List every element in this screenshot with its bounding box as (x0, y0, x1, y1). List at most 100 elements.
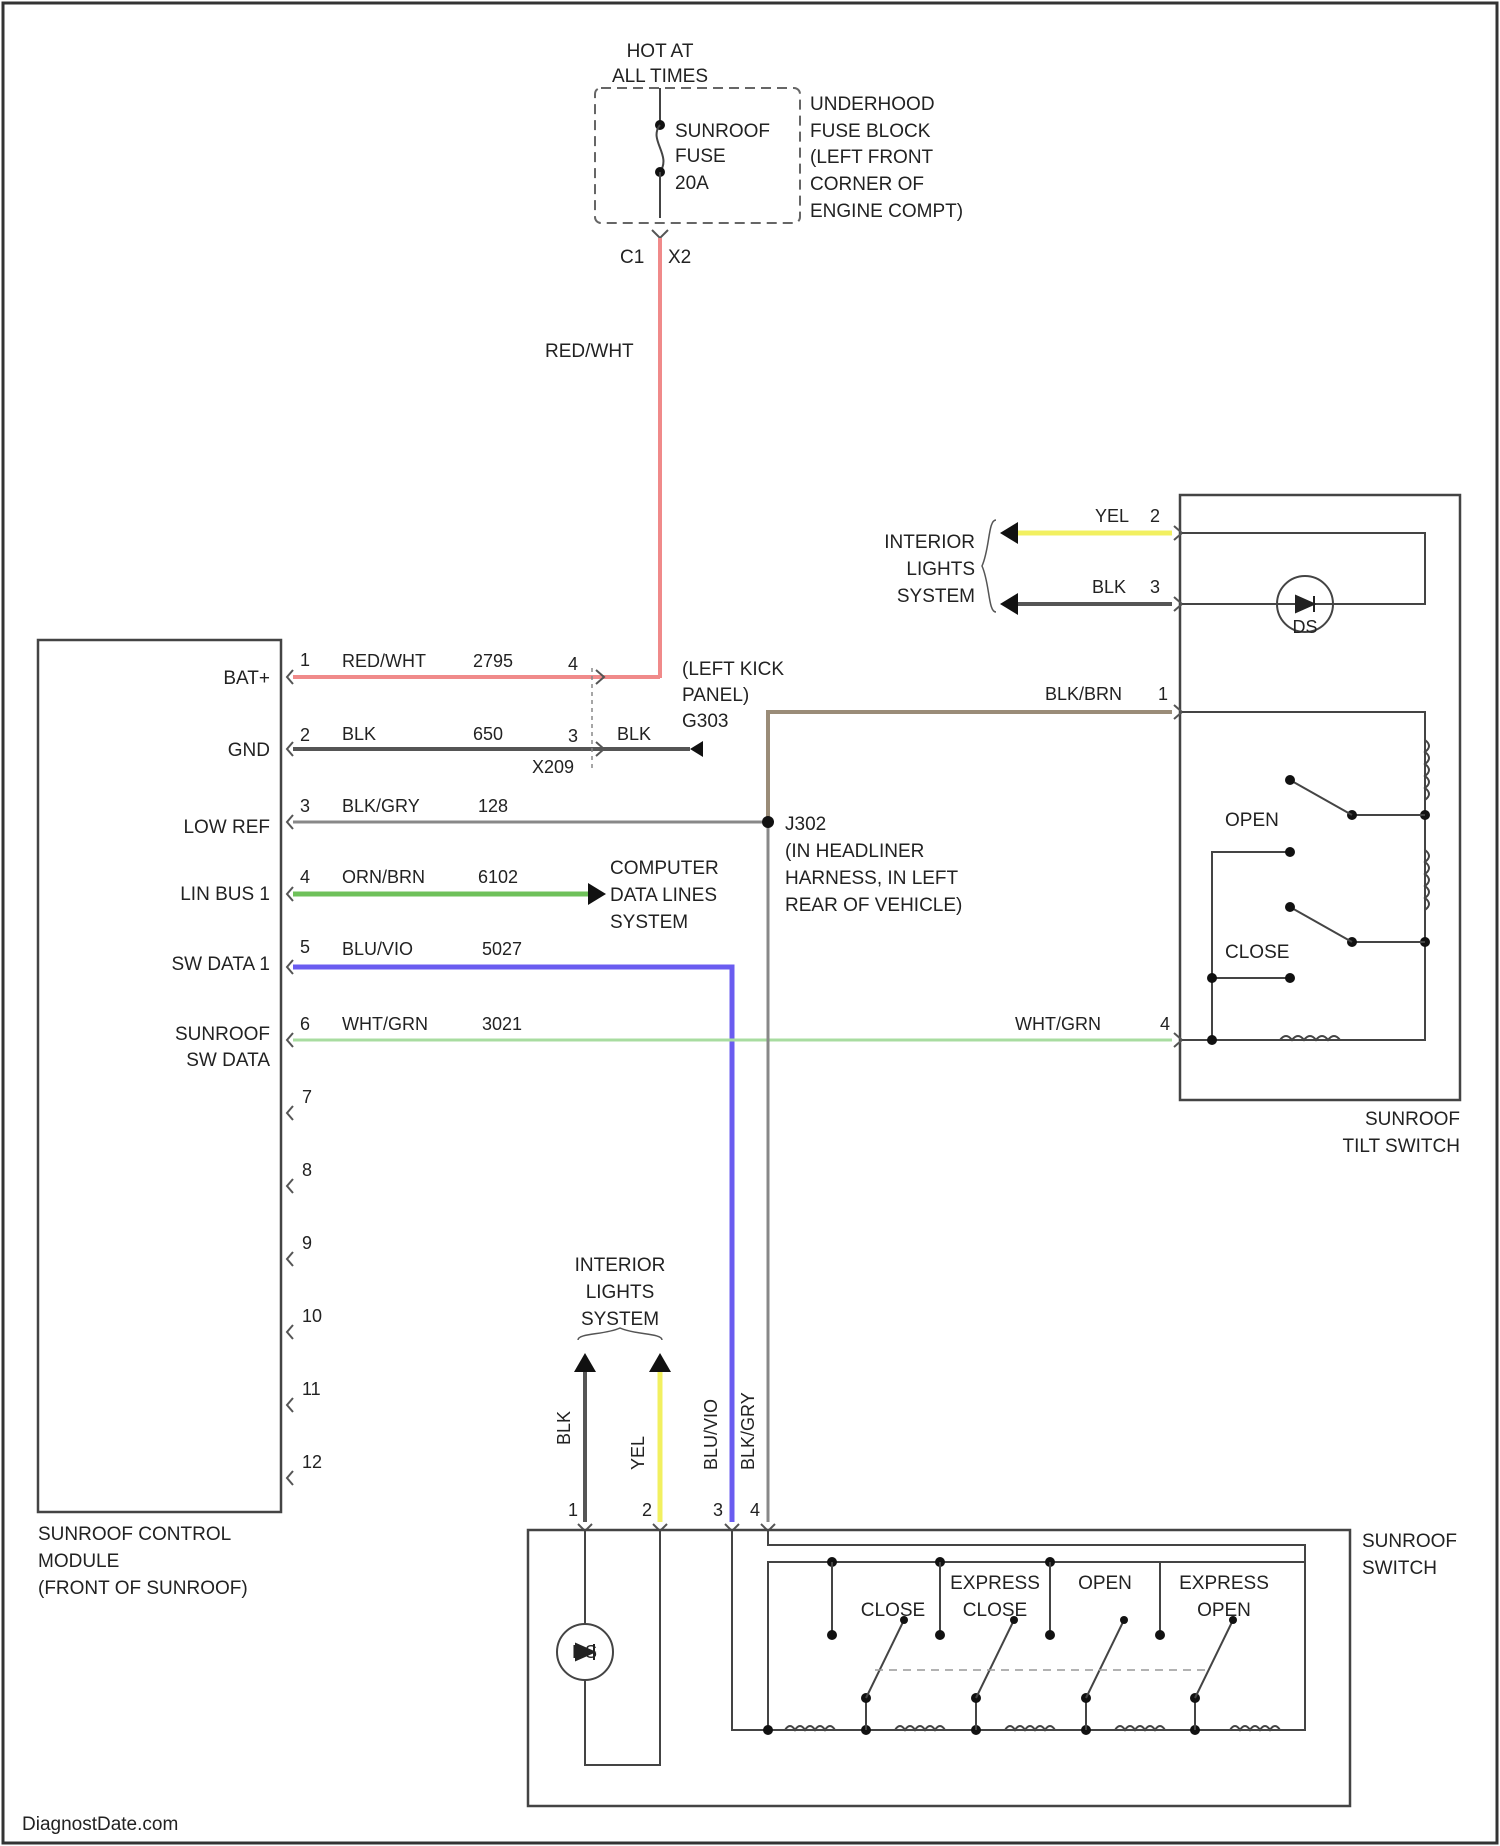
switch-express-close-1: EXPRESS (950, 1573, 1040, 1594)
wire-sw-data-circuit: 5027 (482, 939, 522, 959)
interior-lights-right-2: LIGHTS (906, 559, 975, 580)
yel-pin: 2 (1150, 506, 1160, 526)
pin-num-6: 6 (300, 1014, 310, 1034)
fuse-block-name-4: CORNER OF (810, 174, 924, 195)
fuse-name-2: FUSE (675, 146, 726, 167)
pin-label-sw-data: SW DATA 1 (171, 954, 270, 975)
interior-lights-right-1: INTERIOR (884, 532, 975, 553)
blk-pin: 3 (1150, 577, 1160, 597)
module-name-1: SUNROOF CONTROL (38, 1524, 231, 1545)
splice-id: J302 (785, 814, 826, 835)
x209-id: X209 (532, 757, 574, 777)
splice-loc-2: HARNESS, IN LEFT (785, 868, 959, 889)
fuse-name-1: SUNROOF (675, 121, 770, 142)
interior-lights-right-3: SYSTEM (897, 586, 975, 607)
kick-panel-3: G303 (682, 711, 728, 732)
pin-label-gnd: GND (228, 740, 270, 761)
fuse-block-name-5: ENGINE COMPT) (810, 201, 963, 222)
watermark: DiagnostDate.com (22, 1814, 178, 1835)
pin-num-12: 12 (302, 1452, 322, 1472)
fuse-block-name-1: UNDERHOOD (810, 94, 935, 115)
pin-label-sunroof-sw-data-1: SUNROOF (175, 1024, 270, 1045)
pin-num-5: 5 (300, 937, 310, 957)
sw-wire-2: YEL (628, 1436, 648, 1470)
switch-express-close-2: CLOSE (963, 1600, 1027, 1621)
sw-pin-3: 3 (713, 1500, 723, 1520)
switch-express-open-2: OPEN (1197, 1600, 1251, 1621)
ground-wire-color: BLK (617, 724, 651, 744)
wire-gnd-color: BLK (342, 724, 376, 744)
blk-wire-label: BLK (1092, 577, 1126, 597)
kick-panel-2: PANEL) (682, 685, 749, 706)
module-name-3: (FRONT OF SUNROOF) (38, 1578, 248, 1599)
switch-express-open-1: EXPRESS (1179, 1573, 1269, 1594)
splice-dot (762, 816, 774, 828)
pin-label-lin-bus: LIN BUS 1 (180, 884, 270, 905)
tilt-switch-name-1: SUNROOF (1365, 1109, 1460, 1130)
tilt-switch-name-2: TILT SWITCH (1342, 1136, 1460, 1157)
kick-panel-1: (LEFT KICK (682, 659, 784, 680)
pin-num-2: 2 (300, 725, 310, 745)
wire-bat-circuit: 2795 (473, 651, 513, 671)
interior-lights-bottom-2: LIGHTS (586, 1282, 655, 1303)
fuse-block-name-2: FUSE BLOCK (810, 121, 931, 142)
fuse-block-name-3: (LEFT FRONT (810, 147, 934, 168)
pin-num-1: 1 (300, 650, 310, 670)
module-name-2: MODULE (38, 1551, 119, 1572)
sunroof-switch-name-2: SWITCH (1362, 1558, 1437, 1579)
sw-wire-4: BLK/GRY (738, 1392, 758, 1470)
switch-open-label: OPEN (1078, 1573, 1132, 1594)
sunroof-switch-name-1: SUNROOF (1362, 1531, 1457, 1552)
wire-bat-color: RED/WHT (342, 651, 426, 671)
pin-label-bat: BAT+ (223, 668, 270, 689)
pin-num-10: 10 (302, 1306, 322, 1326)
pin-num-4: 4 (300, 867, 310, 887)
pin-label-sunroof-sw-data-2: SW DATA (186, 1050, 270, 1071)
fuse-rating: 20A (675, 173, 709, 194)
pin-num-3: 3 (300, 796, 310, 816)
splice-loc-3: REAR OF VEHICLE) (785, 895, 962, 916)
switch-lamp-label: DS (572, 1642, 597, 1662)
tilt-pin1-wire: BLK/BRN (1045, 684, 1122, 704)
wire-sw-data-color: BLU/VIO (342, 939, 413, 959)
x209-pin-b: 3 (568, 726, 578, 746)
pin-num-11: 11 (302, 1379, 321, 1399)
tilt-pin4: 4 (1160, 1014, 1170, 1034)
tilt-pin4-wire: WHT/GRN (1015, 1014, 1101, 1034)
yel-wire-label: YEL (1095, 506, 1129, 526)
wire-sunroof-sw-data-color: WHT/GRN (342, 1014, 428, 1034)
sw-pin-2: 2 (642, 1500, 652, 1520)
fuse-connector-id: C1 (620, 247, 644, 268)
data-lines-3: SYSTEM (610, 912, 688, 933)
pin-label-low-ref: LOW REF (183, 817, 270, 838)
switch-close-label: CLOSE (861, 1600, 925, 1621)
sw-wire-1: BLK (554, 1411, 574, 1445)
interior-lights-bottom-3: SYSTEM (581, 1309, 659, 1330)
data-lines-2: DATA LINES (610, 885, 717, 906)
pin-num-8: 8 (302, 1160, 312, 1180)
wire-sunroof-sw-data-circuit: 3021 (482, 1014, 522, 1034)
tilt-close-label: CLOSE (1225, 942, 1289, 963)
sw-pin-4: 4 (750, 1500, 760, 1520)
wire-low-ref-color: BLK/GRY (342, 796, 420, 816)
all-times-label: ALL TIMES (612, 66, 708, 87)
tilt-open-label: OPEN (1225, 810, 1279, 831)
interior-lights-bottom-1: INTERIOR (575, 1255, 666, 1276)
sw-wire-3: BLU/VIO (701, 1399, 721, 1470)
sw-pin-1: 1 (568, 1500, 578, 1520)
wire-lin-bus-circuit: 6102 (478, 867, 518, 887)
wire-gnd-circuit: 650 (473, 724, 503, 744)
splice-loc-1: (IN HEADLINER (785, 841, 924, 862)
fuse-connector-pin: X2 (668, 247, 691, 268)
tilt-pin1: 1 (1158, 684, 1168, 704)
pin-num-9: 9 (302, 1233, 312, 1253)
x209-pin-a: 4 (568, 654, 578, 674)
wire-lin-bus-color: ORN/BRN (342, 867, 425, 887)
pin-num-7: 7 (302, 1087, 312, 1107)
red-wht-feed-label: RED/WHT (545, 341, 634, 362)
wire-low-ref-circuit: 128 (478, 796, 508, 816)
tilt-lamp-label: DS (1292, 617, 1317, 637)
data-lines-1: COMPUTER (610, 858, 719, 879)
hot-at-label: HOT AT (627, 41, 694, 62)
